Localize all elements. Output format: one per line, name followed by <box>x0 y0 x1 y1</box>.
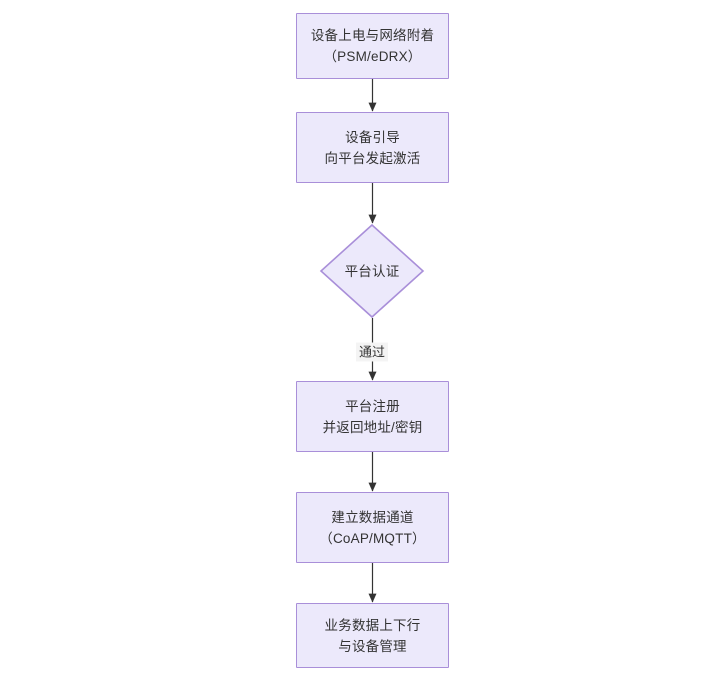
edge-label-pass: 通过 <box>355 342 389 362</box>
node-line: 建立数据通道 <box>331 509 414 525</box>
node-line: 与设备管理 <box>338 638 407 654</box>
node-line: 并返回地址/密钥 <box>322 419 423 435</box>
diamond-shape <box>319 223 425 319</box>
node-device-bootstrap[interactable]: 设备引导 向平台发起激活 <box>296 112 449 183</box>
node-line: 平台认证 <box>344 263 400 279</box>
node-line: （CoAP/MQTT） <box>319 530 426 546</box>
node-line: 业务数据上下行 <box>324 617 421 633</box>
node-platform-auth-decision[interactable]: 平台认证 <box>319 223 425 319</box>
node-line: 设备上电与网络附着 <box>310 28 435 43</box>
node-line: 设备引导 <box>345 129 400 145</box>
node-business-data-and-device-management[interactable]: 业务数据上下行 与设备管理 <box>296 603 449 668</box>
node-establish-data-channel[interactable]: 建立数据通道 （CoAP/MQTT） <box>296 492 449 563</box>
node-platform-register[interactable]: 平台注册 并返回地址/密钥 <box>296 381 449 452</box>
node-line: 向平台发起激活 <box>324 150 421 166</box>
node-line: 平台注册 <box>345 398 400 414</box>
node-device-power-on[interactable]: 设备上电与网络附着 （PSM/eDRX） <box>296 13 449 79</box>
node-line: （PSM/eDRX） <box>323 49 422 64</box>
